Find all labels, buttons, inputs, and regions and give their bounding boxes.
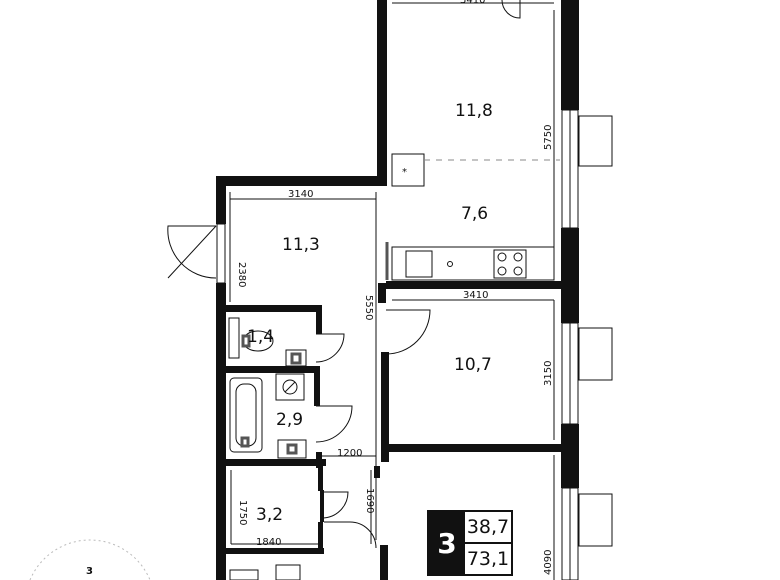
wall-hall-right-1: [318, 466, 323, 491]
total-area-value: 73,1: [466, 548, 510, 570]
wall-right-ext-3: [561, 280, 579, 323]
wall-kitchen-bottom: [386, 281, 564, 289]
lower-fixture: [229, 569, 259, 580]
kitchen-counter: [391, 246, 555, 281]
dim-living-height: 5750: [543, 125, 554, 150]
balcony-living: [578, 115, 613, 167]
kitchen-stove: [493, 249, 527, 279]
wall-bedroom-bottom: [216, 305, 322, 312]
wall-left-outer-2: [216, 283, 226, 315]
dim-middle-room-width: 3410: [463, 290, 488, 301]
wall-middle-bottom: [386, 444, 564, 452]
wall-left-outer-long: [216, 305, 226, 580]
windows: [216, 109, 613, 580]
wall-wc-right: [316, 312, 322, 334]
room-areas: 11,8 7,6 11,3 1,4 2,9 10,7 3,2: [247, 101, 493, 525]
wc-tank: [228, 317, 240, 359]
wall-corridor-right-3: [380, 545, 388, 580]
bath-sink: [277, 439, 307, 459]
wall-left-top: [216, 176, 387, 186]
door-hall: [321, 491, 349, 519]
ventilation-shaft: [391, 153, 425, 187]
dim-middle-room-height: 3150: [543, 361, 554, 386]
door-middle-room: [385, 309, 431, 355]
wall-bath-bottom: [226, 459, 326, 466]
dim-left-room-width: 3140: [288, 189, 313, 200]
washing-machine: [275, 373, 305, 401]
rooms-count: 3: [429, 512, 465, 574]
apartment-badge: 3 38,7 73,1: [427, 510, 513, 576]
balcony-bottom: [578, 493, 613, 547]
wall-hall-door-jamb: [320, 490, 324, 522]
dim-hall-height: 1750: [237, 500, 248, 525]
wall-corridor-right-2: [381, 352, 389, 462]
kitchen-sink: [405, 250, 433, 278]
balcony-middle: [578, 327, 613, 381]
room-bathroom-area: 2,9: [276, 410, 303, 430]
wall-right-ext-2: [561, 228, 579, 288]
dim-door-gap: 1690: [364, 488, 375, 513]
lower-sink: [275, 564, 301, 580]
door-wc: [315, 333, 345, 363]
window-left-room: [216, 223, 226, 284]
room-wc-area: 1,4: [247, 327, 274, 347]
burner-icon: [513, 252, 523, 262]
bathtub: [229, 377, 263, 453]
burner-icon: [497, 252, 507, 262]
living-area-value: 38,7: [465, 512, 511, 544]
walls: [216, 0, 579, 580]
room-hall-area: 3,2: [256, 505, 283, 525]
fixtures: *: [228, 153, 560, 580]
dim-bath-width: 1200: [337, 448, 362, 459]
door-lower: [324, 521, 377, 549]
burner-icon: [513, 266, 523, 276]
room-living-area: 11,8: [455, 101, 493, 121]
floor-number: 3: [86, 566, 93, 577]
doors: [167, 0, 521, 549]
wall-living-left: [377, 0, 387, 182]
door-bath: [315, 405, 353, 443]
burner-icon: [497, 266, 507, 276]
dimension-lines: [229, 2, 555, 580]
wall-hall-bottom: [226, 548, 324, 554]
wall-corridor-right-1: [378, 283, 386, 303]
door-left-entrance: [167, 225, 217, 279]
wall-bath-right-1: [314, 366, 320, 406]
vent-asterisk-icon: *: [402, 167, 407, 178]
dim-left-room-height: 2380: [236, 262, 247, 287]
wall-right-ext-1: [561, 0, 579, 110]
dim-corridor-length: 5550: [363, 295, 374, 320]
room-bedroom-left-area: 11,3: [282, 235, 320, 255]
room-bedroom-middle-area: 10,7: [454, 355, 492, 375]
wall-wc-bath: [226, 366, 320, 373]
compass-arc: [29, 539, 151, 580]
wall-hall-right-2: [318, 522, 323, 550]
wall-right-ext-4: [561, 424, 579, 488]
wall-left-outer-1: [216, 176, 226, 224]
wall-bath-right-2: [316, 452, 322, 468]
dishwasher-icon: [447, 261, 453, 267]
dim-top-width: 3410: [460, 0, 485, 6]
dimension-labels: 3410 5750 3140 2380 5550 3410 3150 1200 …: [236, 0, 554, 575]
room-kitchen-area: 7,6: [461, 204, 488, 224]
wc-sink: [285, 349, 307, 367]
dim-bottom-room-height: 4090: [543, 550, 554, 575]
wall-corridor-stub: [374, 466, 380, 478]
dim-hall-width: 1840: [256, 537, 281, 548]
wc-pipe: [241, 334, 251, 348]
